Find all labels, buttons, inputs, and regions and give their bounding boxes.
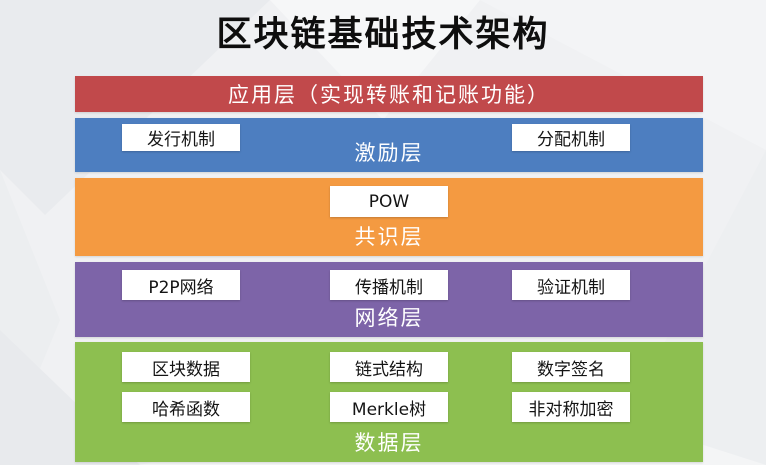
layer-network: P2P网络 传播机制 验证机制 网络层 bbox=[75, 262, 703, 337]
box-hash-function: 哈希函数 bbox=[122, 392, 250, 422]
layer-incentive: 发行机制 分配机制 激励层 bbox=[75, 118, 703, 172]
layer-data-label: 数据层 bbox=[354, 431, 424, 455]
box-pow: POW bbox=[330, 186, 448, 217]
layer-application-label: 应用层（实现转账和记账功能） bbox=[228, 83, 550, 107]
box-asymmetric-encryption: 非对称加密 bbox=[512, 392, 630, 422]
box-merkle-tree: Merkle树 bbox=[330, 392, 448, 422]
layer-consensus-label: 共识层 bbox=[354, 225, 424, 249]
box-chain-structure: 链式结构 bbox=[330, 352, 448, 382]
page-title: 区块链基础技术架构 bbox=[216, 15, 550, 55]
box-block-data: 区块数据 bbox=[122, 352, 250, 382]
layer-incentive-label: 激励层 bbox=[354, 141, 424, 165]
layer-consensus: POW 共识层 bbox=[75, 178, 703, 256]
layer-network-label: 网络层 bbox=[354, 306, 424, 330]
box-digital-signature: 数字签名 bbox=[512, 352, 630, 382]
layer-data: 区块数据 链式结构 数字签名 哈希函数 Merkle树 非对称加密 数据层 bbox=[75, 342, 703, 462]
box-propagation-mechanism: 传播机制 bbox=[330, 270, 448, 300]
layer-application: 应用层（实现转账和记账功能） bbox=[75, 76, 703, 112]
box-issuance-mechanism: 发行机制 bbox=[122, 124, 240, 151]
box-p2p-network: P2P网络 bbox=[122, 270, 240, 300]
box-distribution-mechanism: 分配机制 bbox=[512, 124, 630, 151]
box-verification-mechanism: 验证机制 bbox=[512, 270, 630, 300]
